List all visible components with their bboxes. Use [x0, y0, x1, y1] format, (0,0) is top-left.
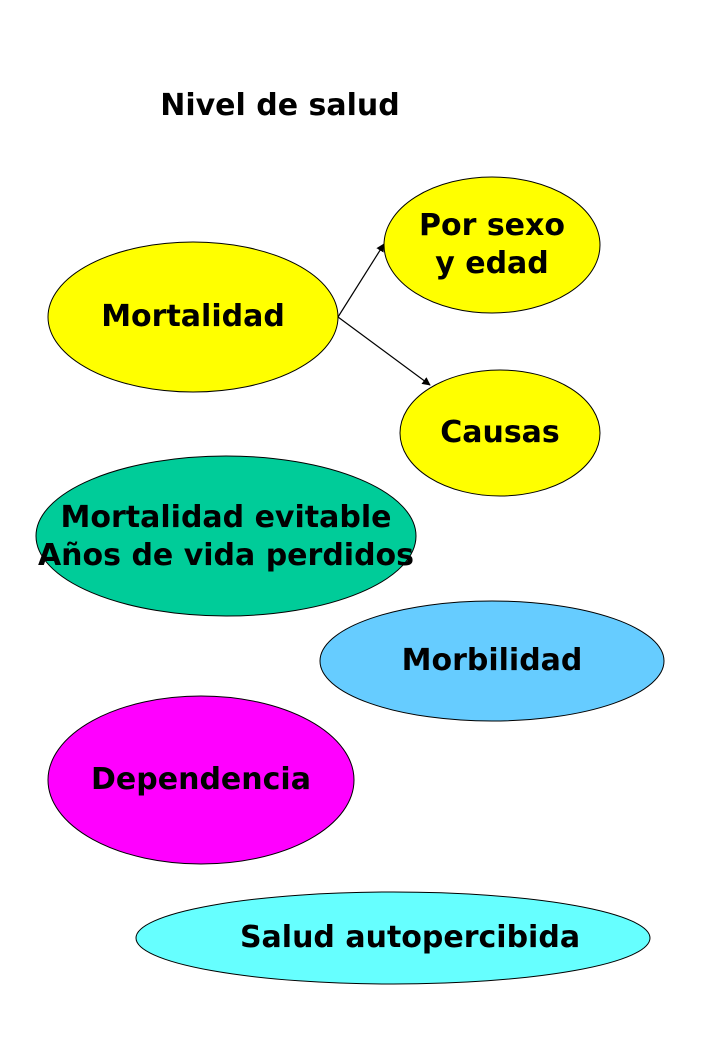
label-causas: Causas	[440, 415, 560, 450]
diagram-title: Nivel de salud	[160, 88, 400, 123]
label-por-sexo-y-edad: Por sexo y edad	[418, 208, 565, 281]
edge-mortalidad-por-sexo	[337, 243, 385, 318]
node-mortalidad-evitable	[35, 455, 417, 617]
node-salud-autopercibida	[135, 891, 651, 985]
node-mortalidad	[47, 241, 339, 393]
label-morbilidad: Morbilidad	[401, 643, 583, 678]
node-causas	[399, 369, 601, 497]
label-mortalidad-evitable: Mortalidad evitable Años de vida perdido…	[37, 500, 415, 573]
node-morbilidad	[319, 600, 665, 722]
edge-mortalidad-causas	[337, 316, 431, 386]
node-por-sexo-y-edad	[383, 176, 601, 314]
label-salud-autopercibida: Salud autopercibida	[239, 920, 581, 955]
label-mortalidad: Mortalidad	[101, 299, 285, 334]
label-dependencia: Dependencia	[91, 762, 311, 797]
node-dependencia	[47, 695, 355, 865]
